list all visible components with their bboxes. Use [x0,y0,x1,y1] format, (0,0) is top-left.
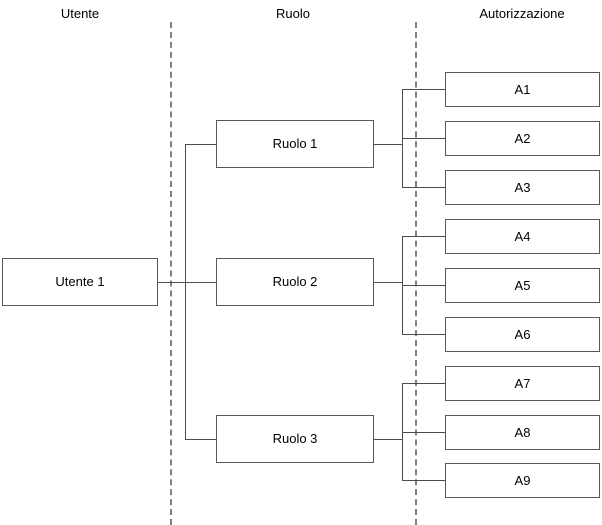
node-autorizzazione-a1[interactable]: A1 [445,72,600,107]
node-autorizzazione-a6[interactable]: A6 [445,317,600,352]
edge-bracket-to-a8 [402,432,445,433]
node-utente-1[interactable]: Utente 1 [2,258,158,306]
column-header-ruolo: Ruolo [276,6,310,21]
edge-ruolo1-to-bracket [374,144,402,145]
edge-bracket-spine-roles [185,144,186,439]
edge-bracket-to-ruolo-2 [185,282,216,283]
node-autorizzazione-a3[interactable]: A3 [445,170,600,205]
edge-bracket-to-ruolo-1 [185,144,216,145]
node-autorizzazione-a4[interactable]: A4 [445,219,600,254]
edge-bracket-to-a7 [402,383,445,384]
column-divider-ruolo-autorizzazione [415,22,417,525]
edge-bracket-to-a5 [402,285,445,286]
column-divider-utente-ruolo [170,22,172,525]
edge-bracket-to-a4 [402,236,445,237]
node-ruolo-1[interactable]: Ruolo 1 [216,120,374,168]
edge-bracket-to-a2 [402,138,445,139]
edge-bracket-to-a3 [402,187,445,188]
column-header-utente: Utente [60,6,100,21]
node-ruolo-2[interactable]: Ruolo 2 [216,258,374,306]
column-header-autorizzazione: Autorizzazione [479,6,565,21]
edge-bracket-to-a1 [402,89,445,90]
edge-bracket-spine-ruolo3 [402,383,403,480]
node-autorizzazione-a8[interactable]: A8 [445,415,600,450]
node-autorizzazione-a2[interactable]: A2 [445,121,600,156]
edge-bracket-to-ruolo-3 [185,439,216,440]
edge-ruolo3-to-bracket [374,439,402,440]
edge-bracket-to-a6 [402,334,445,335]
edge-bracket-to-a9 [402,480,445,481]
node-autorizzazione-a5[interactable]: A5 [445,268,600,303]
node-autorizzazione-a9[interactable]: A9 [445,463,600,498]
node-ruolo-3[interactable]: Ruolo 3 [216,415,374,463]
edge-utente1-to-bracket [158,282,185,283]
node-autorizzazione-a7[interactable]: A7 [445,366,600,401]
edge-ruolo2-to-bracket [374,282,402,283]
